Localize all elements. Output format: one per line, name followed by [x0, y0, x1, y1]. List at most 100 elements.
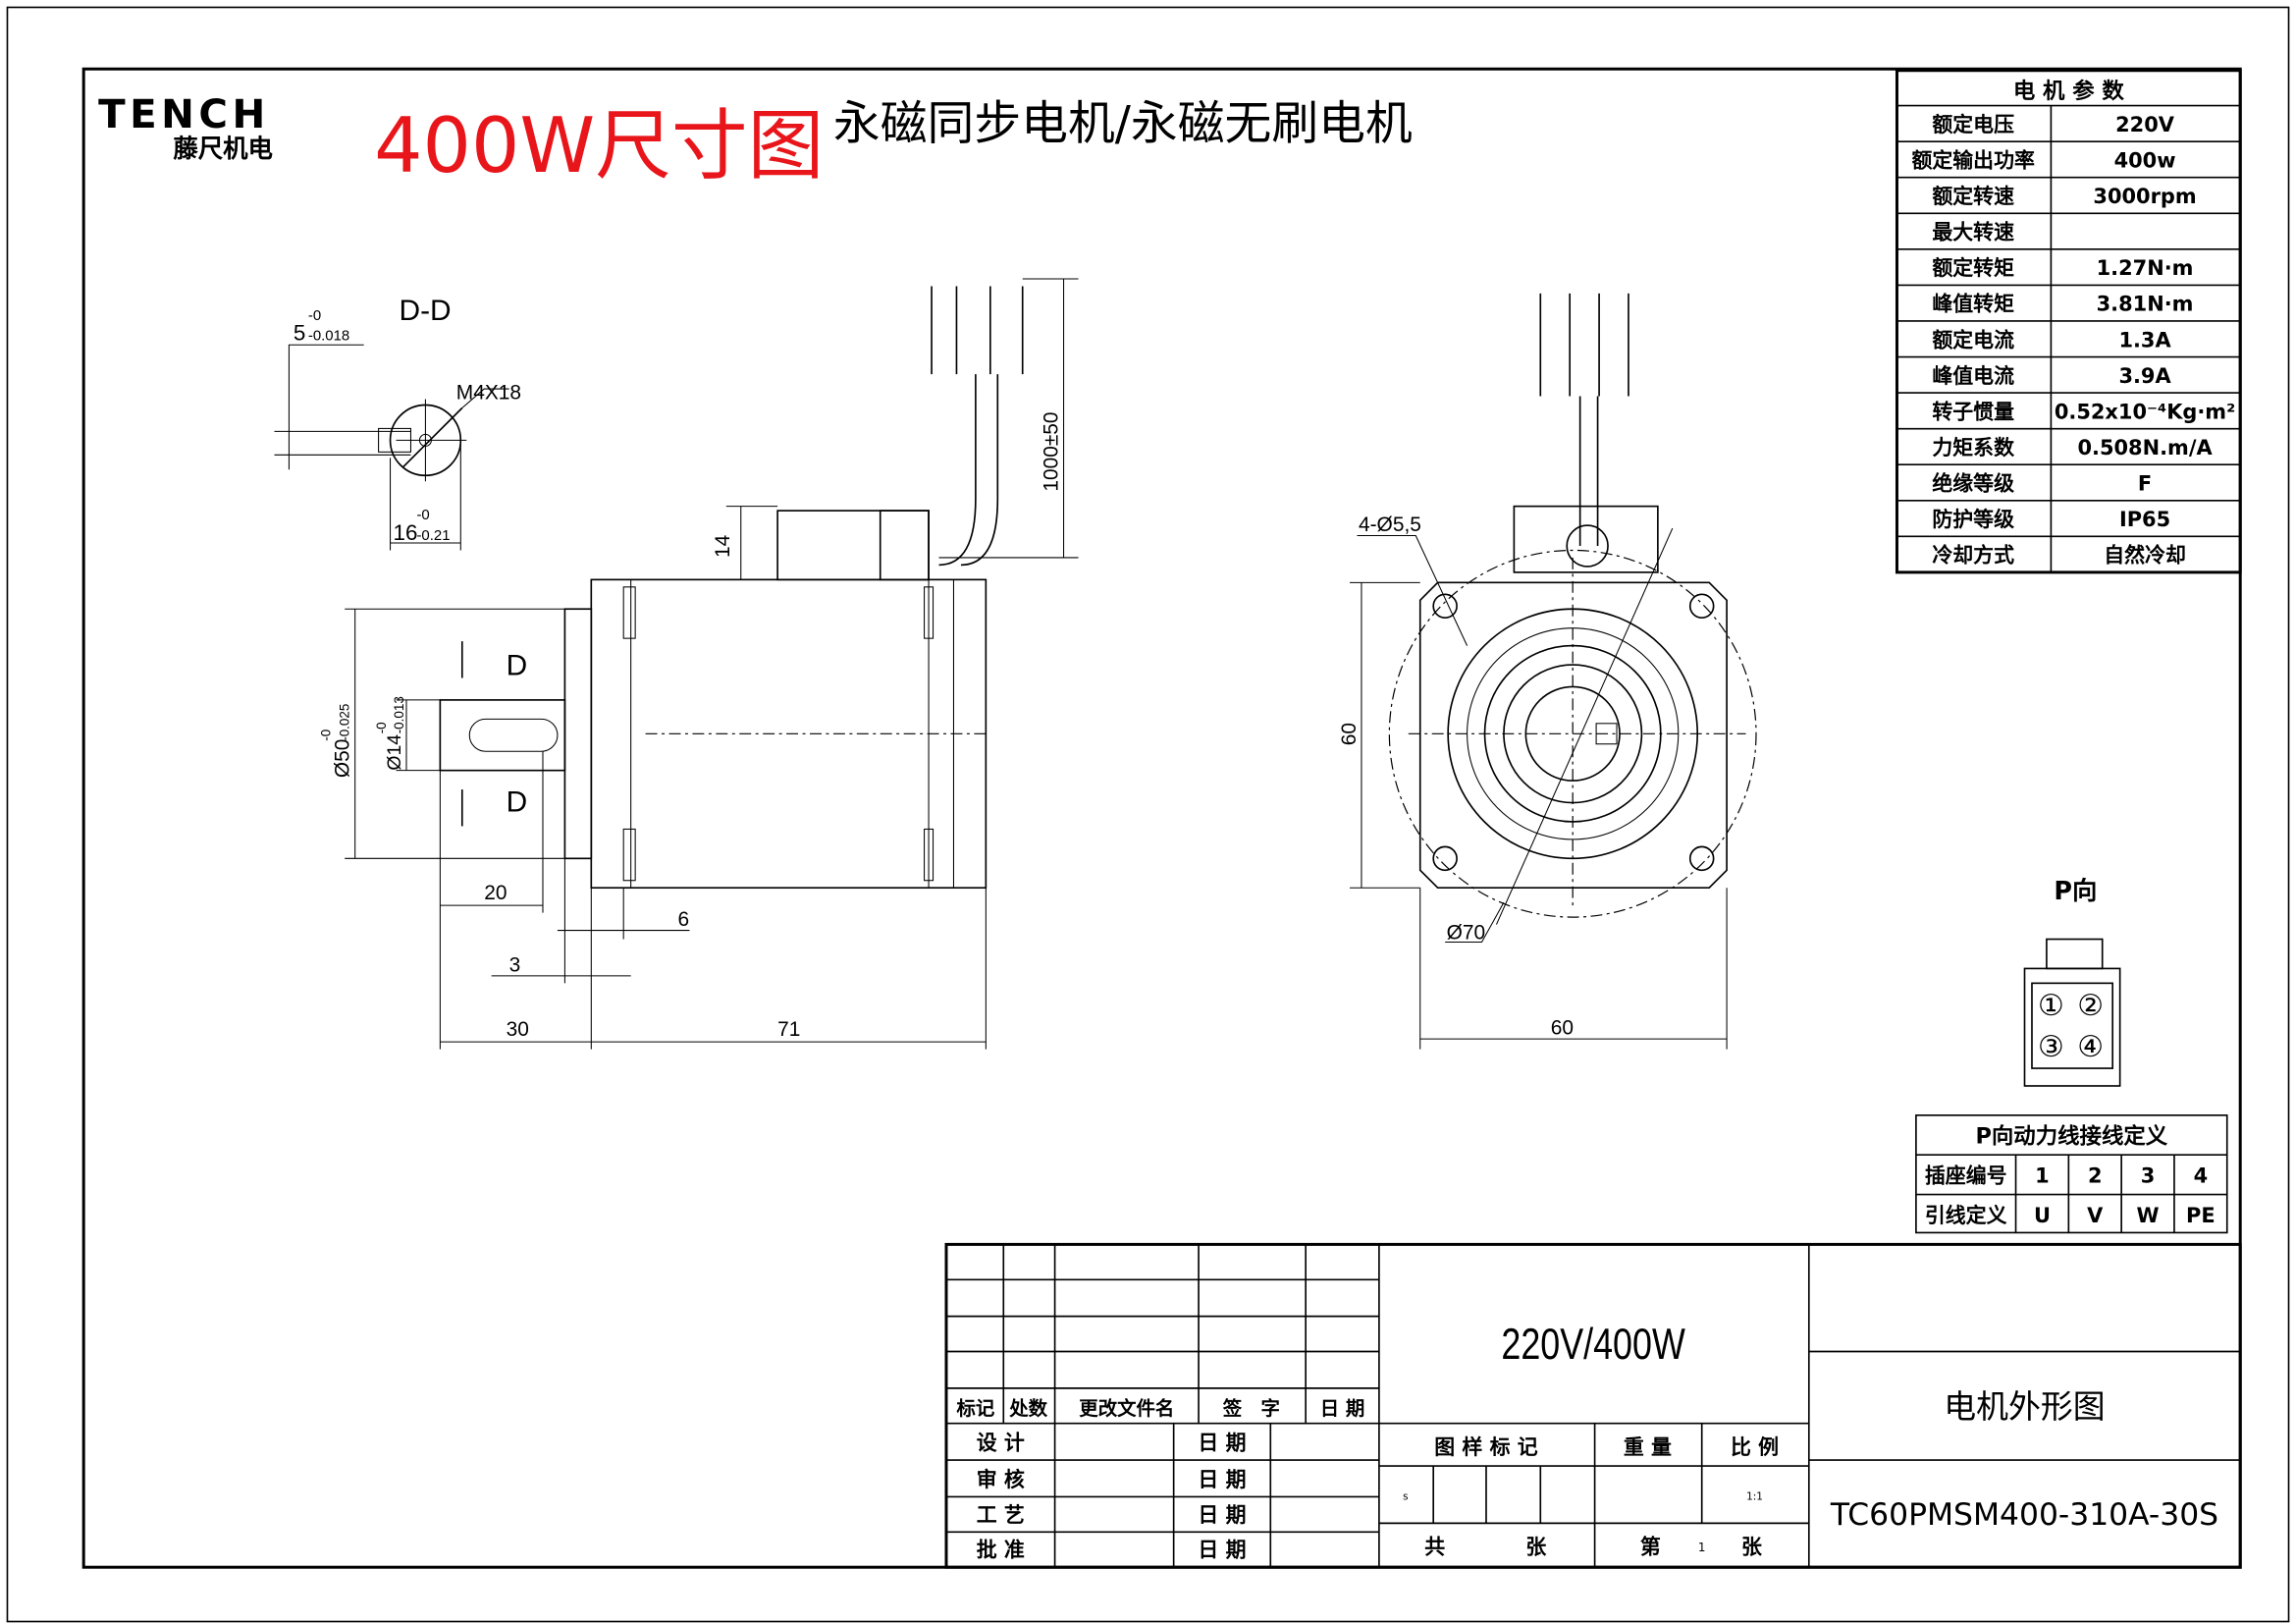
section-title: D-D [400, 295, 452, 327]
param-label: 额定电压 [1932, 113, 2014, 136]
logo-brand-cn: 藤尺机电 [172, 134, 273, 163]
pin-1: ① [2038, 989, 2064, 1023]
flange-dia-dim: Ø50 [332, 739, 354, 779]
socket-number-label: 插座编号 [1925, 1164, 2007, 1188]
param-value: 220V [2115, 113, 2175, 136]
param-label: 峰值电流 [1932, 364, 2014, 388]
body-length-dim: 71 [777, 1018, 800, 1041]
date-label-2: 日 期 [1198, 1468, 1246, 1491]
socket-2: 2 [2088, 1164, 2103, 1188]
scale-header: 比 例 [1731, 1435, 1779, 1459]
outer-border [6, 6, 2290, 1623]
param-value: 400w [2114, 148, 2176, 172]
param-value: 0.52x10⁻⁴Kg·m² [2055, 400, 2235, 423]
side-view: 1000±50 14 Ø50 -0 -0.025 Ø14 -0 -0.013 D… [318, 278, 1079, 1050]
sign-approve: 批 准 [977, 1539, 1025, 1562]
param-value: 自然冷却 [2104, 544, 2186, 568]
rev-header-mark: 标记 [955, 1397, 994, 1420]
lead-pe: PE [2186, 1204, 2216, 1227]
total-unit: 张 [1525, 1536, 1546, 1559]
model-number: TC60PMSM400-310A-30S [1830, 1497, 2218, 1533]
height-dim: 60 [1338, 723, 1361, 745]
pcd-dim: Ø70 [1447, 922, 1486, 945]
flange-tol-upper: -0 [318, 730, 333, 741]
connector-title: P向 [2054, 876, 2097, 905]
shaft-length-dim: 30 [507, 1018, 529, 1041]
total-label: 共 [1424, 1536, 1445, 1559]
date-label-4: 日 期 [1198, 1539, 1246, 1562]
socket-3: 3 [2141, 1164, 2156, 1188]
lead-v: V [2087, 1204, 2104, 1227]
param-label: 防护等级 [1932, 508, 2014, 531]
param-value: 3.9A [2118, 364, 2171, 388]
param-value: 1.3A [2118, 328, 2171, 352]
param-label: 力矩系数 [1932, 436, 2014, 460]
date-label-3: 日 期 [1198, 1503, 1246, 1527]
section-mark-top: D [507, 650, 528, 682]
param-value: 0.508N.m/A [2077, 436, 2213, 460]
rev-header-date: 日 期 [1320, 1397, 1365, 1420]
wiring-table-title: P向动力线接线定义 [1975, 1122, 2167, 1149]
date-label-1: 日 期 [1198, 1432, 1246, 1455]
sheet-no: 1 [1698, 1541, 1706, 1554]
wiring-table: P向动力线接线定义 插座编号 引线定义 1 2 3 4 U V W PE [1915, 1114, 2228, 1234]
cable-length-dim: 1000±50 [1041, 411, 1063, 491]
rev-header-file: 更改文件名 [1079, 1397, 1174, 1420]
rev-header-sign: 签 字 [1222, 1397, 1280, 1420]
logo-brand: TENCH [98, 91, 270, 137]
drawing-title: 永磁同步电机/永磁无刷电机 [833, 97, 1413, 151]
socket-1: 1 [2035, 1164, 2050, 1188]
sheet-unit: 张 [1741, 1536, 1762, 1559]
param-label: 最大转速 [1932, 221, 2014, 244]
param-label: 额定转矩 [1932, 256, 2014, 280]
dim-3: 3 [509, 953, 521, 976]
pin-4: ④ [2077, 1030, 2104, 1064]
socket-4: 4 [2194, 1164, 2209, 1188]
shaft-dia-dim: Ø14 [384, 734, 405, 771]
param-value: 3000rpm [2093, 185, 2196, 208]
thread-callout: M4X18 [456, 382, 521, 405]
key-width-tol-lower: -0.018 [308, 328, 349, 345]
width-dim: 60 [1551, 1017, 1574, 1040]
connector-height-dim: 14 [712, 534, 734, 558]
param-value: F [2138, 472, 2152, 496]
sign-review: 审 核 [977, 1468, 1025, 1491]
connector-p-view: P向 ① ② ③ ④ [2023, 876, 2121, 1087]
param-label: 绝缘等级 [1932, 472, 2014, 496]
section-mark-bottom: D [507, 786, 528, 819]
shaft-tol-upper: -0 [374, 722, 389, 733]
sheet-no-label: 第 [1640, 1536, 1661, 1559]
param-label: 额定转速 [1932, 185, 2014, 208]
key-width-tol-upper: -0 [308, 307, 321, 324]
flange-tol-lower: -0.025 [338, 704, 352, 741]
key-height-tol-lower: -0.21 [416, 527, 450, 544]
param-label: 峰值转矩 [1932, 293, 2014, 316]
holes-dim: 4-Ø5,5 [1359, 514, 1421, 536]
key-height-dim: 16 [394, 520, 418, 545]
sign-design: 设 计 [977, 1432, 1025, 1455]
param-label: 额定输出功率 [1911, 148, 2035, 172]
red-title: 400W尺寸图 [374, 102, 824, 190]
param-label: 冷却方式 [1932, 544, 2014, 568]
title-block: 标记 处数 更改文件名 签 字 日 期 设 计 审 核 工 艺 批 准 日 期 … [944, 1242, 2242, 1569]
front-view: 4-Ø5,5 Ø70 60 60 [1338, 293, 1757, 1050]
param-label: 额定电流 [1932, 328, 2014, 352]
lead-w: W [2137, 1204, 2160, 1227]
dim-6: 6 [677, 908, 689, 931]
shaft-tol-lower: -0.013 [392, 696, 406, 733]
drawing-name: 电机外形图 [1944, 1387, 2105, 1426]
drawing-mark-header: 图 样 标 记 [1434, 1435, 1538, 1459]
section-d-d: D-D 5 -0 -0.018 M4X18 16 -0 -0.21 [274, 295, 521, 551]
rev-header-count: 处数 [1008, 1397, 1047, 1420]
pin-2: ② [2077, 989, 2104, 1023]
lead-def-label: 引线定义 [1925, 1204, 2007, 1227]
parameter-table-header: 电 机 参 数 [2013, 78, 2125, 104]
key-height-tol-upper: -0 [416, 507, 429, 523]
param-label: 转子惯量 [1932, 400, 2014, 423]
scale-value: 1:1 [1746, 1490, 1763, 1502]
sign-process: 工 艺 [977, 1503, 1025, 1527]
key-width-dim: 5 [294, 321, 305, 346]
mark-s: s [1403, 1490, 1408, 1502]
weight-header: 重 量 [1624, 1435, 1672, 1459]
